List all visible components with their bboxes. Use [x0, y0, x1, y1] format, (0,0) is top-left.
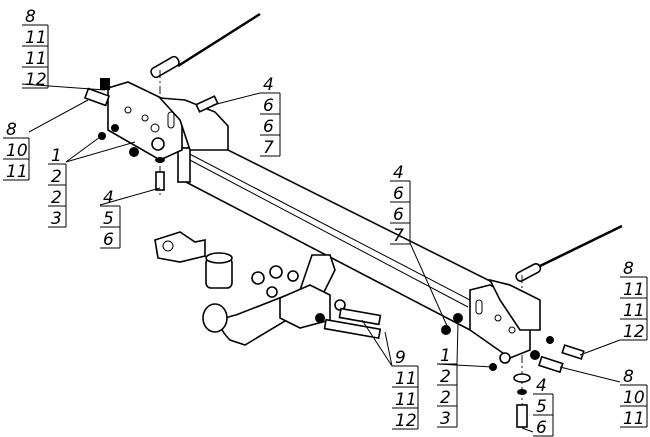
callout-number: 2 [51, 167, 62, 187]
ball-cover [205, 252, 233, 289]
left-cable [177, 12, 261, 68]
callout-number: 1 [440, 346, 451, 366]
leader-line [456, 321, 459, 365]
callout-number: 6 [393, 205, 404, 225]
callout-number: 9 [395, 348, 406, 368]
callout-number: 3 [440, 409, 451, 429]
callout-number: 11 [623, 301, 645, 321]
callout-number: 3 [51, 209, 62, 229]
callout-number: 11 [623, 409, 645, 429]
callout-number: 12 [25, 70, 47, 90]
leader-line [559, 366, 621, 383]
leader-line [28, 99, 89, 133]
callout-number: 6 [536, 418, 547, 437]
right-cable-lug [515, 262, 542, 282]
callout-number: 2 [51, 188, 62, 208]
callout-number: 4 [393, 163, 404, 183]
callout-number: 5 [103, 209, 114, 229]
callout-number: 8 [623, 367, 634, 387]
callout-number: 6 [393, 184, 404, 204]
callout-number: 8 [25, 7, 36, 27]
callout-number: 11 [395, 369, 417, 389]
left-mounting-bracket [107, 81, 229, 161]
leader-line [384, 331, 393, 367]
callout-number: 11 [623, 280, 645, 300]
callout-number: 12 [623, 322, 645, 342]
callout-number: 11 [25, 49, 47, 69]
callout-number: 7 [263, 138, 274, 158]
callout-number: 7 [393, 226, 404, 246]
callout-number: 11 [25, 28, 47, 48]
callout-number: 1 [51, 146, 62, 166]
callout-left-bottom-bolt: 456 [99, 187, 161, 250]
callout-number: 4 [103, 188, 114, 208]
leader-line [21, 83, 106, 91]
callout-number: 8 [623, 259, 634, 279]
leader-line [99, 187, 161, 206]
callout-number: 6 [103, 230, 114, 250]
callout-number: 12 [395, 411, 417, 431]
callout-number: 2 [440, 367, 451, 387]
socket-bracket [154, 231, 206, 263]
callout-number: 8 [6, 120, 17, 140]
callout-number: 10 [6, 141, 28, 161]
right-mounting-bracket [469, 278, 541, 359]
callout-number: 6 [263, 117, 274, 137]
callout-right-bottom-bolt: 456 [521, 376, 554, 437]
leader-line [65, 136, 101, 163]
leader-line [409, 242, 449, 329]
ball-mount [202, 254, 336, 346]
leader-line [436, 363, 494, 368]
callout-number: 10 [623, 388, 645, 408]
callout-number: 11 [395, 390, 417, 410]
fasteners [83, 78, 585, 428]
leader-line [65, 141, 136, 163]
left-cable-lug [150, 55, 180, 79]
callout-number: 4 [536, 376, 547, 396]
leader-line [521, 427, 534, 433]
callout-number: 2 [440, 388, 451, 408]
callout-number: 4 [263, 75, 274, 95]
callout-number: 6 [263, 96, 274, 116]
right-cable [539, 224, 623, 268]
leader-line [361, 319, 393, 367]
leader-line [212, 92, 261, 106]
leader-line [579, 339, 621, 356]
callout-number: 11 [6, 162, 28, 182]
callout-number: 5 [536, 397, 547, 417]
